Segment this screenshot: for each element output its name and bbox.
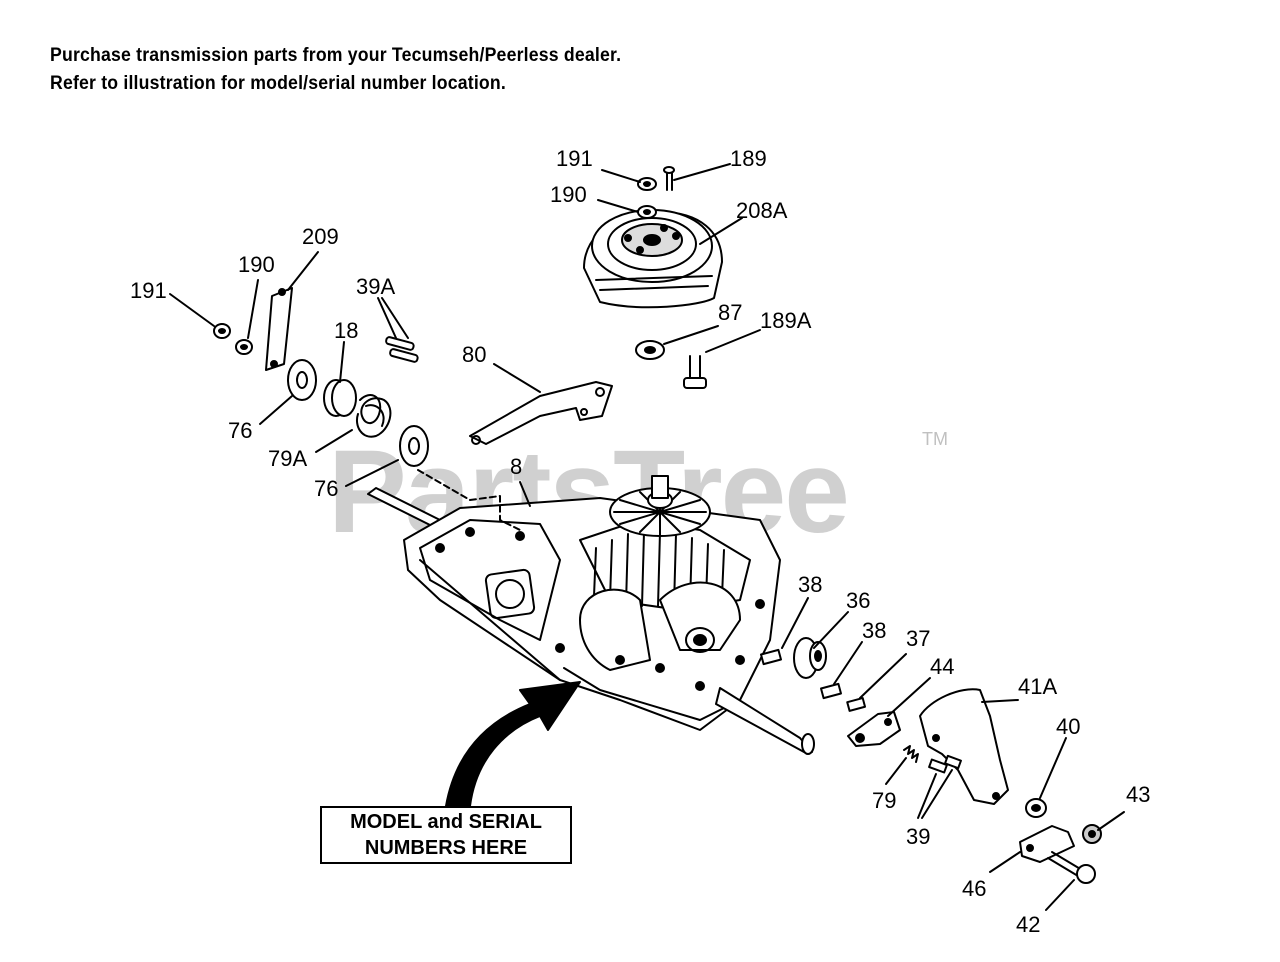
washer-190-top <box>637 205 657 219</box>
label-42: 42 <box>1016 912 1040 937</box>
cooling-fan <box>609 475 711 537</box>
label-38-upper: 38 <box>798 572 822 597</box>
label-190-left: 190 <box>238 252 275 277</box>
spacer-87 <box>635 340 665 360</box>
spring-79A <box>356 394 392 438</box>
washer-76-lower <box>399 425 429 467</box>
label-39A: 39A <box>356 274 395 299</box>
washer-190-left <box>235 339 253 355</box>
watermark-tm: TM <box>922 429 948 449</box>
label-38-lower: 38 <box>862 618 886 643</box>
bolt-189 <box>663 166 675 191</box>
model-serial-callout: MODEL and SERIAL NUMBERS HERE <box>320 806 572 864</box>
header-line-1: Purchase transmission parts from your Te… <box>50 45 622 66</box>
pins-39 <box>928 754 962 774</box>
bracket-80 <box>469 381 613 445</box>
gear-36 <box>793 637 827 679</box>
leader-lines <box>169 163 1125 911</box>
label-191-top: 191 <box>556 146 593 171</box>
label-189A: 189A <box>760 308 812 333</box>
label-37: 37 <box>906 626 930 651</box>
label-209: 209 <box>302 224 339 249</box>
label-41A: 41A <box>1018 674 1057 699</box>
cover-41A <box>919 688 1009 805</box>
callout-arrow <box>445 681 581 807</box>
arm-44 <box>847 711 901 747</box>
label-8: 8 <box>510 454 522 479</box>
lever-209 <box>265 287 293 371</box>
nut-191-left <box>213 323 231 339</box>
label-191-left: 191 <box>130 278 167 303</box>
bolt-42 <box>1047 851 1096 884</box>
pulley-208A <box>583 209 723 309</box>
label-39: 39 <box>906 824 930 849</box>
spring-79 <box>903 745 919 763</box>
label-79A: 79A <box>268 446 307 471</box>
nut-43 <box>1082 824 1102 844</box>
pins-39A <box>385 336 419 363</box>
label-190-top: 190 <box>550 182 587 207</box>
label-36: 36 <box>846 588 870 613</box>
label-79: 79 <box>872 788 896 813</box>
key-38-lower <box>820 682 842 700</box>
nut-191-top <box>637 177 657 191</box>
label-189: 189 <box>730 146 767 171</box>
label-40: 40 <box>1056 714 1080 739</box>
bearing-18 <box>323 379 357 417</box>
axle-right <box>715 687 815 755</box>
label-46: 46 <box>962 876 986 901</box>
callout-line-1: MODEL and SERIAL <box>350 811 542 833</box>
label-18: 18 <box>334 318 358 343</box>
nut-40 <box>1025 798 1047 818</box>
bracket-46 <box>1019 825 1075 863</box>
label-80: 80 <box>462 342 486 367</box>
plate-37 <box>846 697 867 712</box>
washer-76-upper <box>287 359 317 401</box>
header-note: Purchase transmission parts from your Te… <box>50 42 850 98</box>
key-38-upper <box>760 648 782 666</box>
part-labels: 191 189 190 208A 87 189A 209 190 191 39A… <box>130 146 1150 937</box>
label-76-lower: 76 <box>314 476 338 501</box>
leader-dashed <box>417 469 521 531</box>
label-76-upper: 76 <box>228 418 252 443</box>
header-line-2: Refer to illustration for model/serial n… <box>50 73 506 94</box>
callout-line-2: NUMBERS HERE <box>364 837 528 859</box>
bolt-189A <box>683 355 707 389</box>
label-208A: 208A <box>736 198 788 223</box>
label-43: 43 <box>1126 782 1150 807</box>
label-87: 87 <box>718 300 742 325</box>
label-44: 44 <box>930 654 954 679</box>
